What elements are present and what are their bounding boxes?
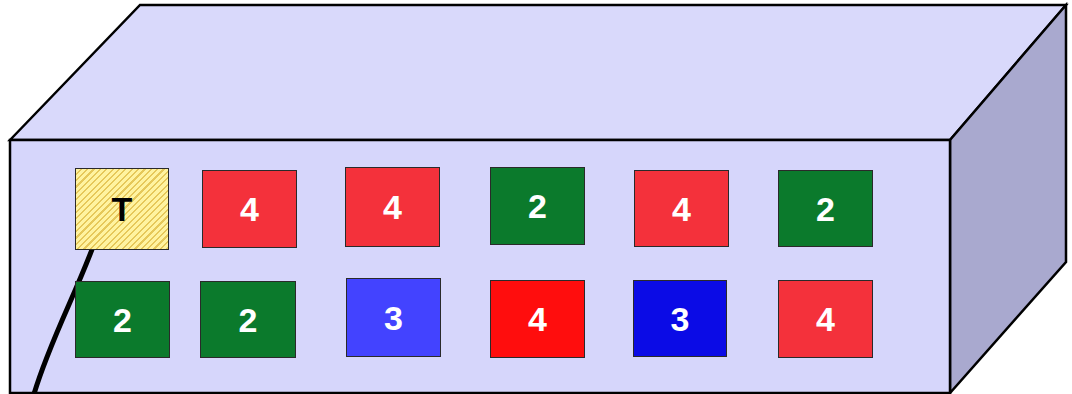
port-box: 4: [202, 170, 297, 248]
housing-front: [10, 140, 950, 393]
port-label: 3: [384, 301, 403, 335]
port-box: T: [75, 168, 169, 250]
port-label: T: [112, 192, 133, 226]
port-label: 3: [671, 302, 690, 336]
port-label: 4: [528, 302, 547, 336]
port-label: 4: [240, 192, 259, 226]
port-box: 2: [200, 281, 296, 358]
port-box: 2: [75, 281, 170, 358]
port-label: 2: [528, 189, 547, 223]
port-box: 2: [490, 167, 585, 245]
housing-top: [10, 5, 1066, 140]
port-label: 2: [239, 303, 258, 337]
port-box: 2: [778, 170, 873, 247]
port-label: 2: [113, 303, 132, 337]
port-box: 4: [778, 280, 873, 358]
port-box: 4: [345, 167, 440, 247]
housing-side: [950, 5, 1066, 393]
port-label: 4: [383, 190, 402, 224]
port-box: 3: [346, 278, 441, 357]
port-box: 4: [634, 170, 729, 247]
port-box: 3: [633, 280, 727, 357]
port-label: 2: [816, 192, 835, 226]
port-box: 4: [490, 280, 585, 358]
port-label: 4: [816, 302, 835, 336]
port-label: 4: [672, 192, 691, 226]
